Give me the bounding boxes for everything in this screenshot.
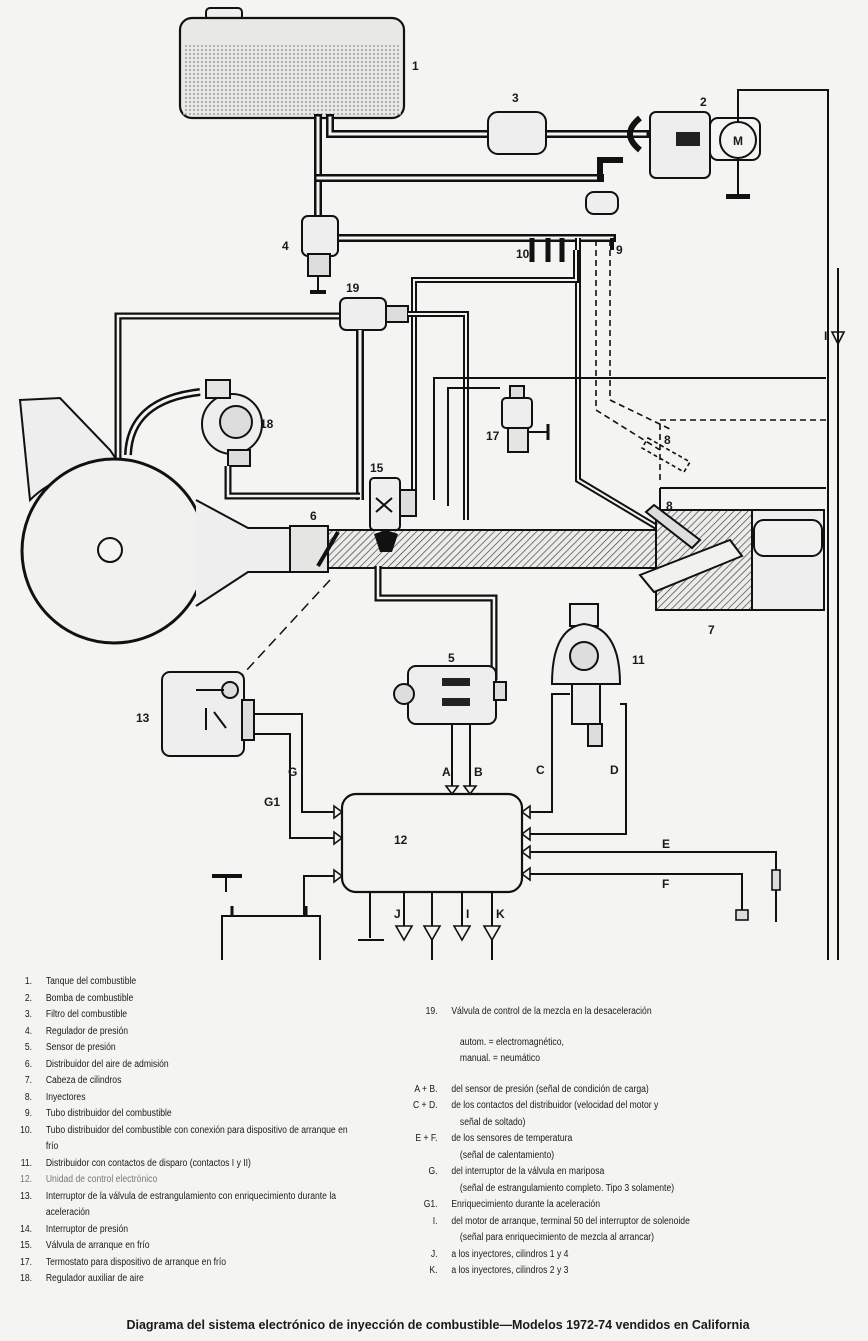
signal-D: D <box>610 763 619 777</box>
label-19: 19 <box>346 281 360 295</box>
legend-item-13-cont: aceleración <box>45 1207 90 1218</box>
signal-CD: C + D.de los contactos del distribuidor … <box>412 1100 659 1111</box>
legend-item-6: 6.Distribuidor del aire de admisión <box>24 1058 169 1070</box>
signal-EF-cont: (señal de calentamiento) <box>459 1149 555 1161</box>
deceleration-control-valve <box>114 297 469 520</box>
signal-J: J <box>394 907 401 921</box>
legend-item-12: 12.Unidad de control electrónico <box>20 1174 158 1185</box>
legend-item-14: 14.Interruptor de presión <box>20 1223 129 1235</box>
legend-item-19: 19.Válvula de control de la mezcla en la… <box>425 1006 652 1017</box>
fuel-lines <box>314 114 649 242</box>
label-3: 3 <box>512 91 519 105</box>
legend-item-17: 17.Termostato para dispositivo de arranq… <box>20 1256 227 1268</box>
label-6: 6 <box>310 509 317 523</box>
motor-symbol: M <box>733 134 743 148</box>
legend-item-2: 2.Bomba de combustible <box>24 992 134 1004</box>
label-11: 11 <box>632 653 645 667</box>
signal-A: A <box>442 765 451 779</box>
trigger-distributor <box>550 603 622 747</box>
label-9: 9 <box>616 243 623 257</box>
signal-B: B <box>474 765 483 779</box>
signal-CD-cont: señal de soltado) <box>459 1116 526 1128</box>
legend-item-7: 7.Cabeza de cilindros <box>24 1075 122 1086</box>
signal-I: I.del motor de arranque, terminal 50 del… <box>432 1215 690 1227</box>
signal-G-cont: (señal de estrangulamiento completo. Tip… <box>459 1182 675 1194</box>
label-7: 7 <box>708 623 715 637</box>
pressure-regulator <box>301 215 339 294</box>
label-1: 1 <box>412 59 419 73</box>
signal-I: I <box>466 907 469 921</box>
legend-manual: manual. = neumático <box>459 1053 541 1064</box>
legend-item-18: 18.Regulador auxiliar de aire <box>20 1273 144 1284</box>
spacer <box>398 1021 690 1035</box>
figure-caption: Diagrama del sistema electrónico de inye… <box>126 1318 750 1332</box>
label-8: 8 <box>666 499 673 513</box>
label-17: 17 <box>486 429 500 443</box>
signal-K: K.a los inyectores, cilindros 2 y 3 <box>429 1265 569 1276</box>
legend-item-8: 8.Inyectores <box>24 1091 86 1103</box>
legend-item-9: 9.Tubo distribuidor del combustible <box>24 1108 172 1119</box>
signal-I-cont: (señal para enriquecimiento de mezcla al… <box>459 1232 654 1243</box>
fuel-pump: M <box>431 89 829 960</box>
legend-item-3: 3.Filtro del combustible <box>24 1009 128 1020</box>
legend-item-10-cont: frío <box>45 1141 59 1152</box>
wiring <box>225 693 777 941</box>
fuel-tank <box>178 7 406 120</box>
signal-G1: G1 <box>264 795 280 809</box>
signal-EF: E + F.de los sensores de temperatura <box>415 1133 573 1144</box>
label-12: 12 <box>394 833 408 847</box>
wire-I <box>491 268 839 960</box>
label-15: 15 <box>370 461 384 475</box>
signal-I-top: I <box>824 329 827 343</box>
component-labels: 1 2 3 4 5 6 7 8 8 9 10 11 12 13 15 17 18… <box>136 59 715 847</box>
battery <box>212 874 321 960</box>
fuel-distributor-tubes <box>411 191 826 535</box>
legend-item-11: 11.Distribuidor con contactos de disparo… <box>20 1157 251 1169</box>
label-18: 18 <box>260 417 274 431</box>
throttle-valve-switch <box>161 671 255 757</box>
legend-item-1: 1.Tanque del combustible <box>24 976 137 987</box>
cold-start-thermostat <box>501 385 550 453</box>
legend-item-15: 15.Válvula de arranque en frío <box>20 1240 150 1251</box>
legend-item-10: 10.Tubo distribuidor del combustible con… <box>20 1124 348 1136</box>
signal-C: C <box>536 763 545 777</box>
pressure-sensor <box>393 665 507 725</box>
signal-G1: G1.Enriquecimiento durante la aceleració… <box>423 1199 601 1210</box>
wiring-arrows <box>333 331 846 942</box>
label-8-dashed: 8 <box>664 433 671 447</box>
signal-labels: A B C D E F G G1 I I J K <box>264 329 827 921</box>
label-2: 2 <box>700 95 707 109</box>
label-13: 13 <box>136 711 150 725</box>
signal-G: G.del interruptor de la válvula en marip… <box>428 1166 605 1177</box>
signal-E: E <box>662 837 670 851</box>
legend-left: 1.Tanque del combustible 2.Bomba de comb… <box>8 974 348 1288</box>
label-5: 5 <box>448 651 455 665</box>
signal-K: K <box>496 907 505 921</box>
spacer <box>398 1068 690 1082</box>
cold-start-valve <box>369 377 826 552</box>
electronic-control-unit <box>340 792 524 894</box>
fuel-filter <box>487 111 547 155</box>
legend-item-13: 13.Interruptor de la válvula de estrangu… <box>20 1190 337 1202</box>
pressure-sensor-hose <box>374 566 498 680</box>
signal-F: F <box>662 877 669 891</box>
signal-AB: A + B.del sensor de presión (señal de co… <box>414 1083 649 1095</box>
label-10: 10 <box>516 247 530 261</box>
throttle-linkage <box>231 579 331 687</box>
signal-J: J.a los inyectores, cilindros 1 y 4 <box>430 1248 569 1260</box>
legend-right: 19.Válvula de control de la mezcla en la… <box>398 1004 690 1280</box>
cylinder-head <box>638 436 826 611</box>
legend-autom: autom. = electromagnético, <box>459 1036 564 1048</box>
legend-item-5: 5.Sensor de presión <box>24 1042 116 1053</box>
signal-G: G <box>288 765 297 779</box>
legend-item-4: 4.Regulador de presión <box>24 1025 129 1037</box>
label-4: 4 <box>282 239 289 253</box>
temperature-sensors <box>735 869 781 922</box>
injection-system-diagram: M <box>18 7 846 960</box>
auxiliary-air-regulator <box>124 379 360 500</box>
